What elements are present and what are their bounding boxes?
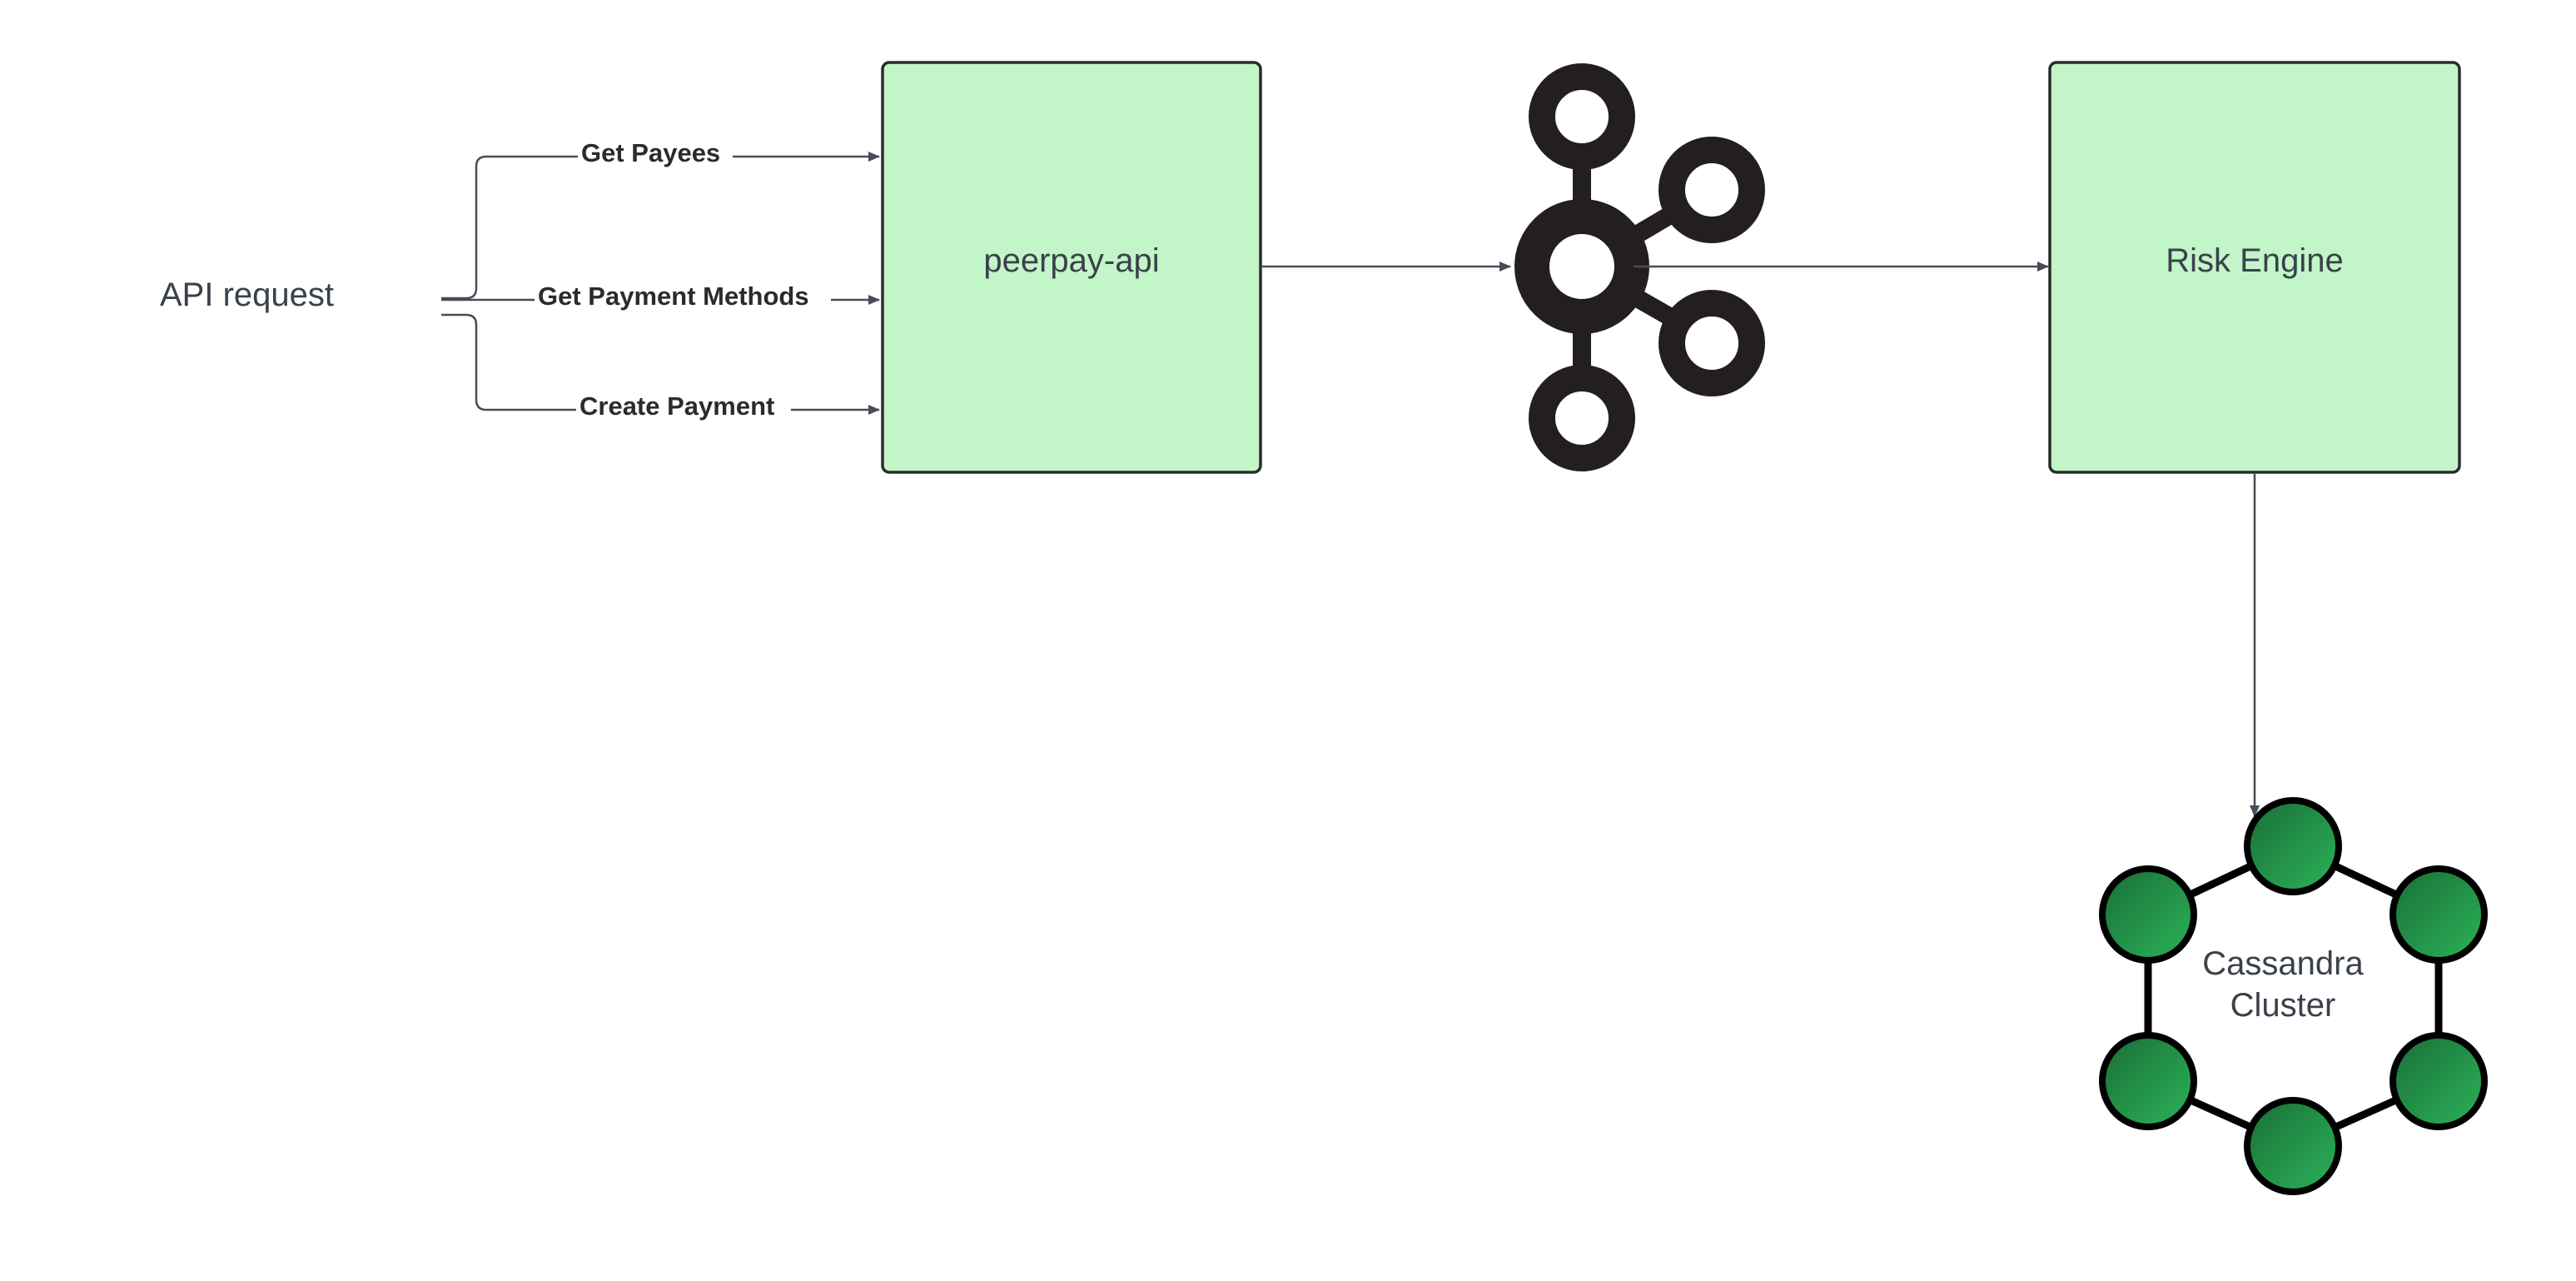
edge-label-create-payment: Create Payment <box>579 391 774 421</box>
risk-engine-label: Risk Engine <box>2166 242 2343 279</box>
cassandra-node-icon <box>2390 1032 2488 1130</box>
edge-label-get-payment-methods: Get Payment Methods <box>538 282 809 311</box>
cassandra-node-icon <box>2244 1097 2342 1195</box>
cassandra-node-icon <box>2099 865 2197 964</box>
peerpay-api-node[interactable]: peerpay-api <box>881 61 1262 474</box>
kafka-icon[interactable] <box>1514 63 1765 471</box>
cassandra-node-icon <box>2390 865 2488 964</box>
cassandra-label-line2: Cluster <box>2230 987 2336 1024</box>
cassandra-cluster-node[interactable]: Cassandra Cluster <box>2099 797 2488 1195</box>
api-request-label: API request <box>160 277 334 313</box>
cassandra-node-icon <box>2099 1032 2197 1130</box>
edge-label-get-payees: Get Payees <box>581 138 720 167</box>
route-create-payment <box>441 313 880 415</box>
peerpay-api-label: peerpay-api <box>983 242 1159 279</box>
cassandra-node-icon <box>2244 797 2342 895</box>
cassandra-label-line1: Cassandra <box>2202 945 2364 982</box>
risk-engine-node[interactable]: Risk Engine <box>2048 61 2461 474</box>
route-get-payees <box>441 152 880 300</box>
